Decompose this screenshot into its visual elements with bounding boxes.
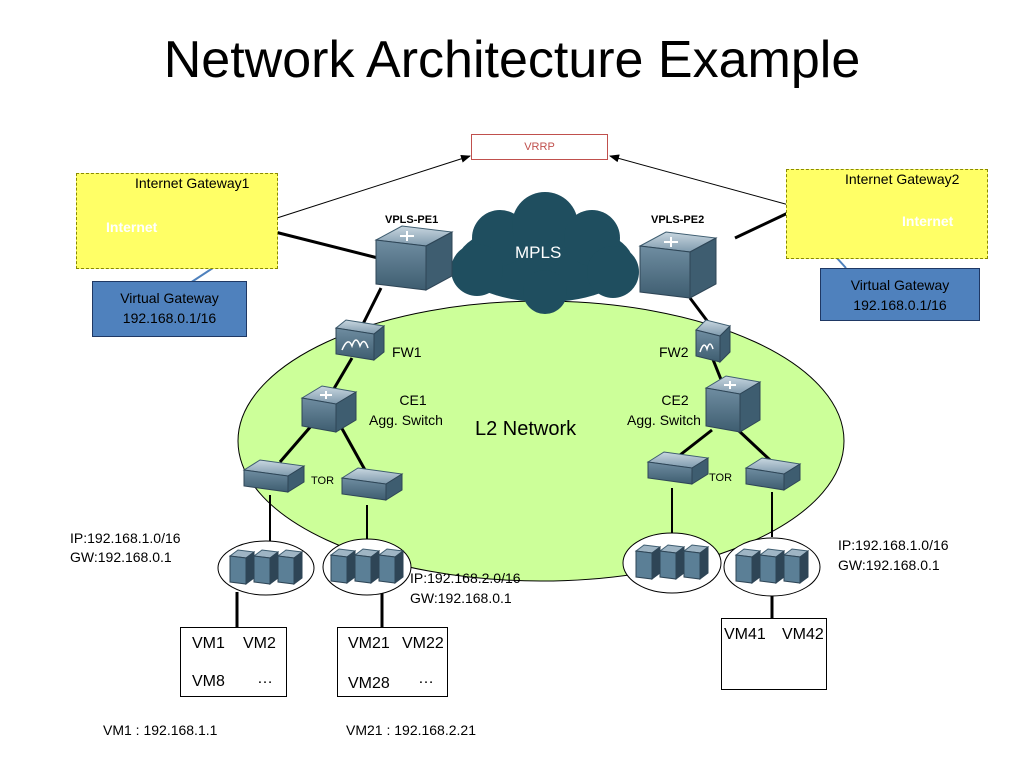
server-icon	[353, 548, 381, 584]
server-icon	[758, 548, 786, 584]
tor-links	[269, 488, 773, 545]
server-icon	[634, 544, 662, 580]
vm-ellipsis: …	[257, 670, 273, 687]
fw2-label: FW2	[659, 344, 689, 360]
mpls-label: MPLS	[515, 243, 562, 262]
tor-label: TOR	[311, 475, 335, 487]
virtual-gateway2-box: Virtual Gateway 192.168.0.1/16	[820, 268, 980, 321]
server-icon	[734, 548, 762, 584]
internet-cloud-label: Internet	[902, 213, 954, 229]
vm-ellipsis: …	[418, 670, 434, 687]
internet-gateway1-label: Internet Gateway1	[135, 175, 250, 191]
server-icon	[276, 549, 304, 585]
vm-box-2: VM21 VM22 VM28 …	[337, 627, 448, 697]
virtual-gateway1-line2: 192.168.0.1/16	[122, 310, 217, 326]
pe1-switch-icon	[374, 225, 454, 291]
internet-gateway2-label: Internet Gateway2	[845, 171, 960, 187]
mpls-cloud-icon	[451, 192, 639, 314]
vrrp-box: VRRP	[471, 134, 608, 160]
fw1-label: FW1	[392, 344, 422, 360]
vm-box-3: VM41 VM42	[721, 618, 827, 690]
fw1-firewall-icon	[334, 319, 386, 362]
subnet-left-ip: IP:192.168.1.0/16	[70, 530, 181, 546]
ce2-agg-switch-icon	[704, 375, 762, 433]
vm-label: VM28	[348, 675, 390, 692]
server-icon	[228, 549, 256, 585]
tor-switch-icon	[340, 467, 404, 501]
footnote-left: VM1 : 192.168.1.1	[103, 722, 218, 738]
vm-label: VM1	[192, 635, 225, 652]
vm-box-1: VM1 VM2 VM8 …	[180, 627, 287, 697]
virtual-gateway1-box: Virtual Gateway 192.168.0.1/16	[92, 281, 247, 337]
vm-label: VM21	[348, 635, 390, 652]
server-icon	[682, 544, 710, 580]
ce1-sublabel: Agg. Switch	[369, 412, 443, 428]
virtual-gateway1-line1: Virtual Gateway	[120, 290, 219, 306]
virtual-gateway2-line2: 192.168.0.1/16	[853, 297, 947, 313]
ce2-label: CE2	[661, 392, 689, 408]
page-title: Network Architecture Example	[163, 31, 861, 89]
tor-switch-icon	[242, 459, 306, 493]
vrrp-arrow-right	[609, 154, 801, 209]
subnet-left-gw: GW:192.168.0.1	[70, 549, 172, 565]
vrrp-arrow-left	[276, 154, 471, 219]
fw2-firewall-icon	[695, 319, 731, 364]
vm-label: VM8	[192, 673, 225, 690]
server-icon	[252, 549, 280, 585]
ce2-sublabel: Agg. Switch	[627, 412, 701, 428]
vm-label: VM22	[402, 635, 444, 652]
server-icon	[329, 548, 357, 584]
server-icon	[377, 548, 405, 584]
pe2-switch-icon	[638, 231, 718, 299]
internet-cloud-label: Internet	[106, 219, 158, 235]
internet-gateway2-area	[786, 169, 988, 259]
subnet-right-gw: GW:192.168.0.1	[838, 557, 940, 573]
l2-network-area	[237, 300, 845, 582]
tor-label: TOR	[709, 472, 733, 484]
footnote-mid: VM21 : 192.168.2.21	[346, 722, 476, 738]
l2-network-label: L2 Network	[475, 418, 577, 440]
server-groups	[217, 532, 821, 597]
pe1-label: VPLS-PE1	[385, 214, 439, 226]
server-icon	[658, 544, 686, 580]
vm-label: VM2	[243, 635, 276, 652]
subnet-mid-ip: IP:192.168.2.0/16	[410, 570, 521, 586]
subnet-mid-gw: GW:192.168.0.1	[410, 590, 512, 606]
subnet-right-ip: IP:192.168.1.0/16	[838, 537, 949, 553]
tor-switch-icon	[744, 457, 802, 491]
tor-switch-icon	[646, 451, 710, 485]
internet-gateway1-area	[76, 173, 278, 269]
pe2-label: VPLS-PE2	[651, 214, 705, 226]
ce1-label: CE1	[399, 392, 427, 408]
vm-label: VM41	[724, 626, 766, 643]
server-icon	[782, 548, 810, 584]
virtual-gateway2-line1: Virtual Gateway	[850, 277, 950, 293]
ce1-agg-switch-icon	[300, 385, 358, 433]
vm-label: VM42	[782, 626, 824, 643]
